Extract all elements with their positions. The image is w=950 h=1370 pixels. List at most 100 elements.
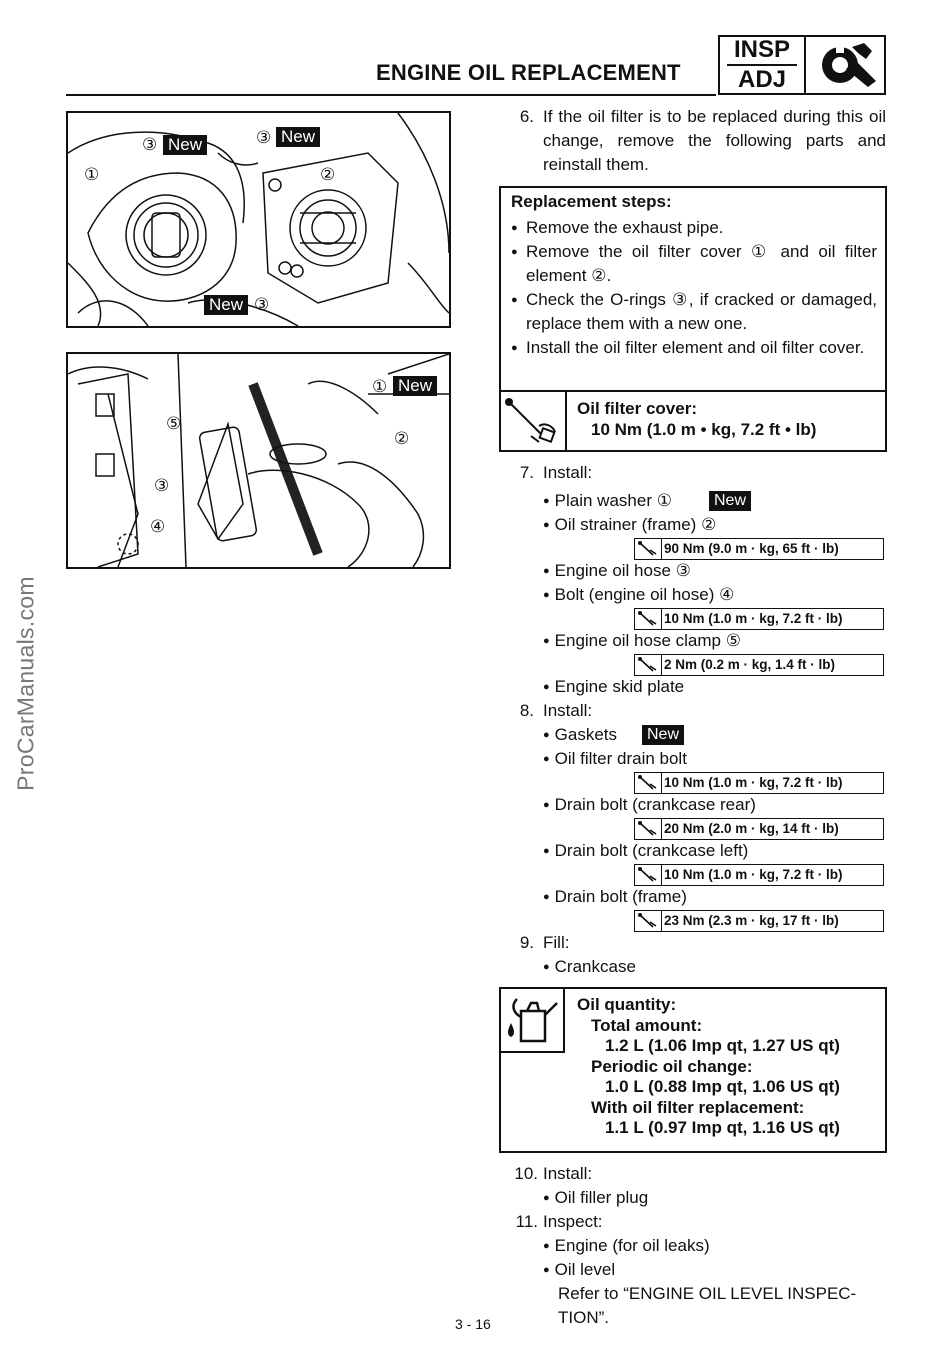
- step-number: 11.: [515, 1212, 538, 1231]
- torque-wrench-icon: [635, 609, 662, 629]
- step-label: Fill:: [543, 933, 570, 952]
- step-number: 6.: [519, 107, 534, 126]
- oil-quantity-box: Oil quantity: Total amount: 1.2 L (1.06 …: [499, 987, 887, 1153]
- list-item: Engine skid plate: [543, 675, 684, 701]
- torque-value: 10 Nm (1.0 m · kg, 7.2 ft · lb): [664, 775, 843, 790]
- torque-wrench-icon: [501, 392, 567, 452]
- callout-3-left: ③: [142, 135, 158, 154]
- step-number: 8.: [519, 701, 534, 720]
- list-item: Oil filler plug: [543, 1186, 649, 1212]
- oil-strainer-illustration: [68, 354, 449, 567]
- header-rule: [66, 94, 716, 96]
- page-number: 3 - 16: [455, 1316, 491, 1332]
- torque-wrench-icon: [635, 539, 662, 559]
- oil-quantity-text: Oil quantity: Total amount: 1.2 L (1.06 …: [577, 995, 840, 1139]
- torque-spec: 23 Nm (2.3 m · kg, 17 ft · lb): [634, 910, 884, 932]
- new-tag: New: [709, 491, 752, 511]
- list-item: Oil filter drain bolt: [543, 747, 687, 773]
- torque-value: 20 Nm (2.0 m · kg, 14 ft · lb): [664, 821, 839, 836]
- list-item: Remove the oil filter cover ① and oil fi…: [511, 240, 877, 288]
- torque-spec: 10 Nm (1.0 m · kg, 7.2 ft · lb): [634, 772, 884, 794]
- list-item: Crankcase: [543, 955, 636, 981]
- new-tag: New: [276, 127, 321, 147]
- callout-2: ②: [394, 429, 410, 448]
- new-tag: New: [204, 295, 249, 315]
- list-item: Engine oil hose clamp ⑤: [543, 629, 741, 655]
- oil-heading: Oil quantity:: [577, 995, 677, 1014]
- callout-3-bottom: ③: [254, 295, 270, 314]
- refer-text-line2: TION”.: [558, 1308, 609, 1327]
- oil-can-icon: [501, 989, 565, 1053]
- torque-spec: 10 Nm (1.0 m · kg, 7.2 ft · lb): [634, 864, 884, 886]
- badge-bottom-label: ADJ: [737, 66, 786, 93]
- replacement-list: Remove the exhaust pipe. Remove the oil …: [511, 216, 877, 360]
- torque-wrench-icon: [635, 655, 662, 675]
- list-item: Check the O-rings ③, if cracked or damag…: [511, 288, 877, 336]
- step-label: Install:: [543, 701, 593, 720]
- badge-divider: [727, 64, 797, 66]
- torque-value: 10 Nm (1.0 m · kg, 7.2 ft · lb): [664, 611, 843, 626]
- list-item: Bolt (engine oil hose) ④: [543, 583, 735, 609]
- torque-spec: 90 Nm (9.0 m · kg, 65 ft · lb): [634, 538, 884, 560]
- callout-4: ④: [150, 517, 166, 536]
- torque-spec: 10 Nm (1.0 m · kg, 7.2 ft · lb): [634, 608, 884, 630]
- badge-text: INSP ADJ: [720, 37, 806, 93]
- torque-value: 2 Nm (0.2 m · kg, 1.4 ft · lb): [664, 657, 836, 672]
- list-item: Remove the exhaust pipe.: [511, 216, 877, 240]
- list-item: Drain bolt (crankcase rear): [543, 793, 756, 819]
- torque-spec: 20 Nm (2.0 m · kg, 14 ft · lb): [634, 818, 884, 840]
- list-item: Gaskets: [543, 723, 617, 749]
- step-number: 9.: [519, 933, 534, 952]
- torque-value: 10 Nm (1.0 m • kg, 7.2 ft • lb): [591, 420, 817, 439]
- torque-wrench-icon: [635, 911, 662, 931]
- list-item: Engine oil hose ③: [543, 559, 691, 585]
- step-number: 7.: [519, 463, 534, 482]
- torque-spec-text: Oil filter cover: 10 Nm (1.0 m • kg, 7.2…: [577, 398, 816, 440]
- step-label: Install:: [543, 1164, 593, 1183]
- filter-value: 1.1 L (0.97 Imp qt, 1.16 US qt): [605, 1118, 840, 1137]
- periodic-value: 1.0 L (0.88 Imp qt, 1.06 US qt): [605, 1077, 840, 1096]
- torque-value: 90 Nm (9.0 m · kg, 65 ft · lb): [664, 541, 839, 556]
- callout-2: ②: [320, 165, 336, 184]
- periodic-label: Periodic oil change:: [591, 1056, 753, 1076]
- list-item: Oil level: [543, 1258, 615, 1284]
- step-label: Inspect:: [543, 1212, 603, 1231]
- step-number: 10.: [514, 1164, 538, 1183]
- list-item: Drain bolt (frame): [543, 885, 687, 911]
- torque-wrench-icon: [635, 819, 662, 839]
- callout-1: ①: [372, 377, 388, 396]
- total-label: Total amount:: [591, 1015, 703, 1035]
- new-tag: New: [163, 135, 208, 155]
- torque-spec: 2 Nm (0.2 m · kg, 1.4 ft · lb): [634, 654, 884, 676]
- step-label: Install:: [543, 463, 593, 482]
- watermark: ProCarManuals.com: [12, 576, 39, 791]
- list-item: Oil strainer (frame) ②: [543, 513, 717, 539]
- callout-3-right: ③: [256, 128, 272, 147]
- step-6: 6. If the oil filter is to be replaced d…: [514, 105, 886, 177]
- filter-label: With oil filter replacement:: [591, 1097, 805, 1117]
- torque-wrench-icon: [635, 773, 662, 793]
- torque-value: 10 Nm (1.0 m · kg, 7.2 ft · lb): [664, 867, 843, 882]
- torque-value: 23 Nm (2.3 m · kg, 17 ft · lb): [664, 913, 839, 928]
- list-item: Engine (for oil leaks): [543, 1234, 710, 1260]
- total-value: 1.2 L (1.06 Imp qt, 1.27 US qt): [605, 1036, 840, 1055]
- wrench-gauge-icon: [822, 43, 876, 87]
- callout-1: ①: [84, 165, 100, 184]
- torque-spec-row: Oil filter cover: 10 Nm (1.0 m • kg, 7.2…: [501, 390, 885, 452]
- oil-filter-illustration: [68, 113, 449, 326]
- new-tag: New: [393, 376, 438, 396]
- callout-5: ⑤: [166, 414, 182, 433]
- step-text: If the oil filter is to be replaced duri…: [543, 107, 886, 174]
- figure-oil-strainer: ① New ② ③ ④ ⑤: [66, 352, 451, 569]
- new-tag: New: [642, 725, 685, 745]
- figure-oil-filter-cover: ① ② ③ New ③ New New ③: [66, 111, 451, 328]
- page-title: ENGINE OIL REPLACEMENT: [376, 60, 681, 85]
- callout-3: ③: [154, 476, 170, 495]
- list-item: Install the oil filter element and oil f…: [511, 336, 877, 360]
- badge-top-label: INSP: [733, 36, 790, 63]
- list-item: Drain bolt (crankcase left): [543, 839, 749, 865]
- replacement-steps-box: Replacement steps: Remove the exhaust pi…: [499, 186, 887, 452]
- list-item: Plain washer ①: [543, 489, 672, 515]
- replacement-heading: Replacement steps:: [511, 192, 672, 211]
- torque-wrench-icon: [635, 865, 662, 885]
